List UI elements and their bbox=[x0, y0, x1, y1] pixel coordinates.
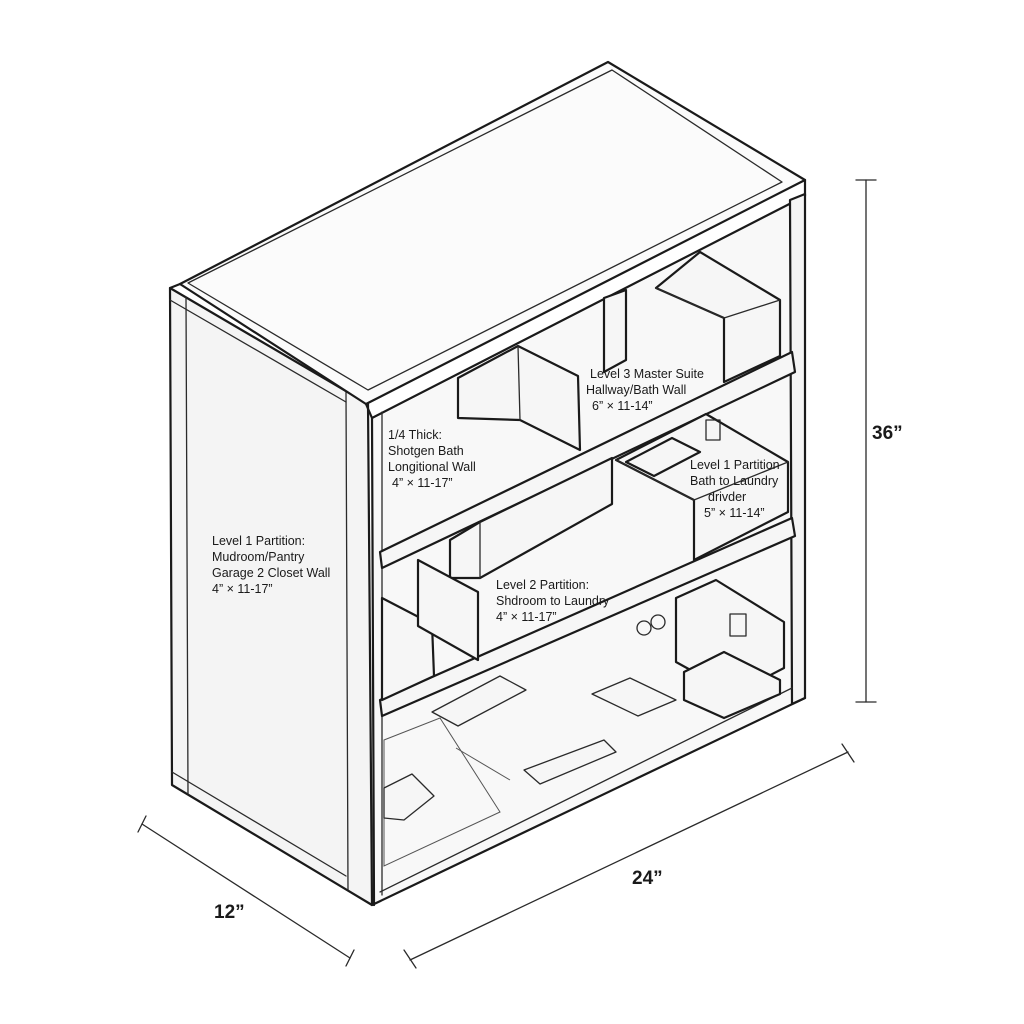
label-line: 5” × 11-14” bbox=[704, 506, 765, 520]
partition-laundry bbox=[416, 558, 480, 662]
stove-burner-icon bbox=[636, 620, 652, 636]
top-edge bbox=[168, 282, 182, 290]
bathtub-icon bbox=[624, 436, 702, 478]
floor-level bbox=[383, 675, 677, 867]
label-level3-master: Level 3 Master Suite Hallway/Bath Wall 6… bbox=[586, 367, 704, 413]
dimension-tick bbox=[345, 949, 355, 967]
label-line: Level 2 Partition: bbox=[496, 578, 589, 592]
bottom-front-edge bbox=[370, 696, 807, 907]
depth-label: 12” bbox=[214, 902, 245, 923]
label-line: Shdroom to Laundry bbox=[496, 594, 610, 608]
dimension-line bbox=[409, 751, 849, 961]
label-line: 4” × 11-17” bbox=[496, 610, 557, 624]
bottom-inner-edge bbox=[379, 687, 793, 893]
dimension-tick bbox=[841, 743, 855, 763]
top-front-edge bbox=[364, 178, 807, 420]
partition-bath-edge bbox=[615, 459, 789, 501]
label-line: Level 1 Partition bbox=[690, 458, 780, 472]
label-level2-partition: Level 2 Partition: Shdroom to Laundry 4”… bbox=[496, 578, 610, 624]
height-label: 36” bbox=[872, 423, 903, 444]
partition-box-edge bbox=[655, 287, 781, 319]
label-line: Level 1 Partition: bbox=[212, 534, 305, 548]
label-line: drivder bbox=[708, 490, 746, 504]
sofa-icon bbox=[523, 739, 617, 785]
side-panel-edge bbox=[171, 771, 347, 877]
label-line: 6” × 11-14” bbox=[592, 399, 653, 413]
label-line: Bath to Laundry bbox=[690, 474, 779, 488]
width-label: 24” bbox=[632, 868, 663, 889]
front-left-edge bbox=[370, 416, 376, 907]
lower-compartment bbox=[380, 558, 786, 720]
label-level4-left: 1/4 Thick: Shotgen Bath Longitional Wall… bbox=[388, 428, 476, 490]
top-partitions bbox=[456, 250, 782, 452]
floor-line bbox=[455, 747, 511, 781]
dimension-tick bbox=[403, 949, 417, 969]
middle-compartment bbox=[448, 412, 790, 580]
sink-icon bbox=[705, 419, 721, 441]
dining-table-icon bbox=[591, 677, 677, 717]
label-line: Shotgen Bath bbox=[388, 444, 464, 458]
label-line: Mudroom/Pantry bbox=[212, 550, 305, 564]
partition-edge bbox=[517, 345, 521, 421]
label-line: 4” × 11-17” bbox=[212, 582, 273, 596]
appliance-icon bbox=[729, 613, 747, 637]
label-line: Garage 2 Closet Wall bbox=[212, 566, 330, 580]
top-slab-inner bbox=[187, 69, 783, 391]
dimension-line bbox=[141, 823, 351, 959]
side-panel-edge bbox=[345, 391, 349, 891]
dimension-width: 24” bbox=[403, 743, 855, 969]
label-level1-bath: Level 1 Partition Bath to Laundry drivde… bbox=[690, 458, 780, 520]
dimension-depth: 12” bbox=[137, 815, 355, 967]
label-level1-side: Level 1 Partition: Mudroom/Pantry Garage… bbox=[212, 534, 330, 596]
label-line: 4” × 11-17” bbox=[392, 476, 453, 490]
shelf-middle bbox=[378, 516, 797, 718]
partition-floor-box bbox=[682, 650, 782, 720]
sofa-icon bbox=[431, 675, 527, 727]
right-front-post bbox=[788, 192, 807, 706]
car-icon bbox=[383, 773, 435, 821]
label-line: Longitional Wall bbox=[388, 460, 476, 474]
label-line: 1/4 Thick: bbox=[388, 428, 442, 442]
side-panel-edge bbox=[169, 299, 347, 403]
garage-floor-outline bbox=[383, 717, 501, 867]
label-line: Hallway/Bath Wall bbox=[586, 383, 686, 397]
side-panel-edge bbox=[185, 296, 189, 795]
label-line: Level 3 Master Suite bbox=[590, 367, 704, 381]
stove-burner-icon bbox=[650, 614, 666, 630]
shelf-upper bbox=[378, 350, 797, 570]
shelves bbox=[378, 350, 797, 718]
dimension-height: 36” bbox=[855, 179, 903, 703]
partition-small bbox=[602, 288, 628, 374]
dimension-tick bbox=[137, 815, 147, 833]
